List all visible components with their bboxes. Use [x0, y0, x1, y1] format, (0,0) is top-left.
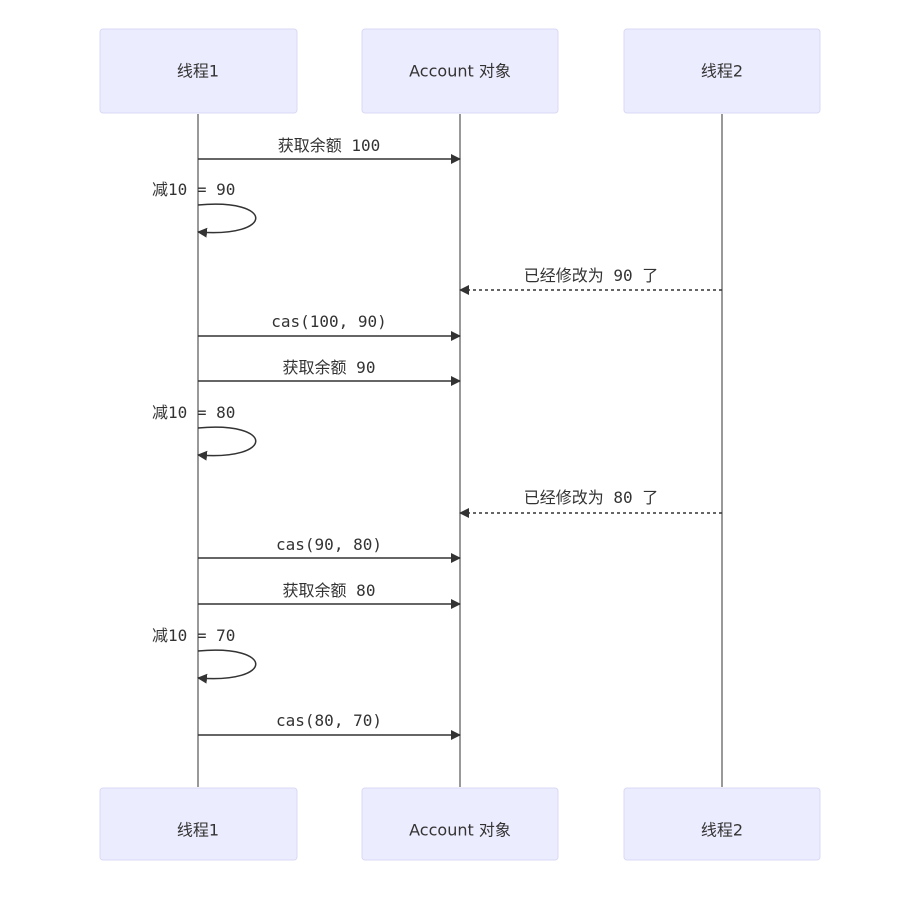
- actor-top-account: Account 对象: [361, 28, 559, 114]
- actor-bottom-thread1: 线程1: [99, 787, 298, 861]
- message-label: 减10 = 70: [152, 626, 235, 645]
- message-label: 已经修改为 80 了: [524, 488, 659, 507]
- actor-label: Account 对象: [409, 821, 511, 840]
- actor-label: 线程2: [701, 821, 743, 840]
- actor-label: Account 对象: [409, 62, 511, 81]
- message-label: 减10 = 90: [152, 180, 235, 199]
- actor-top-thread2: 线程2: [623, 28, 821, 114]
- message-label: 获取余额 90: [283, 358, 376, 377]
- message-label: 获取余额 80: [283, 581, 376, 600]
- actor-label: 线程2: [701, 62, 743, 81]
- self-message-minus10-90: 减10 = 90: [152, 180, 257, 238]
- actor-bottom-thread2: 线程2: [623, 787, 821, 861]
- message-get-balance-90: 获取余额 90: [198, 358, 461, 386]
- actor-label: 线程1: [177, 62, 219, 81]
- message-get-balance-80: 获取余额 80: [198, 581, 461, 609]
- message-label: 已经修改为 90 了: [524, 266, 659, 285]
- message-label: cas(90, 80): [276, 535, 382, 554]
- message-cas-80-70: cas(80, 70): [198, 711, 461, 740]
- message-modified-90: 已经修改为 90 了: [459, 266, 722, 295]
- message-label: cas(80, 70): [276, 711, 382, 730]
- message-label: 获取余额 100: [278, 136, 381, 155]
- actor-label: 线程1: [177, 821, 219, 840]
- message-label: 减10 = 80: [152, 403, 235, 422]
- actor-top-thread1: 线程1: [99, 28, 298, 114]
- message-cas-90-80: cas(90, 80): [198, 535, 461, 563]
- self-message-minus10-80: 减10 = 80: [152, 403, 257, 461]
- actor-bottom-account: Account 对象: [361, 787, 559, 861]
- message-label: cas(100, 90): [271, 312, 387, 331]
- message-modified-80: 已经修改为 80 了: [459, 488, 722, 518]
- message-get-balance-100: 获取余额 100: [198, 136, 461, 164]
- self-message-minus10-70: 减10 = 70: [152, 626, 257, 684]
- message-cas-100-90: cas(100, 90): [198, 312, 461, 341]
